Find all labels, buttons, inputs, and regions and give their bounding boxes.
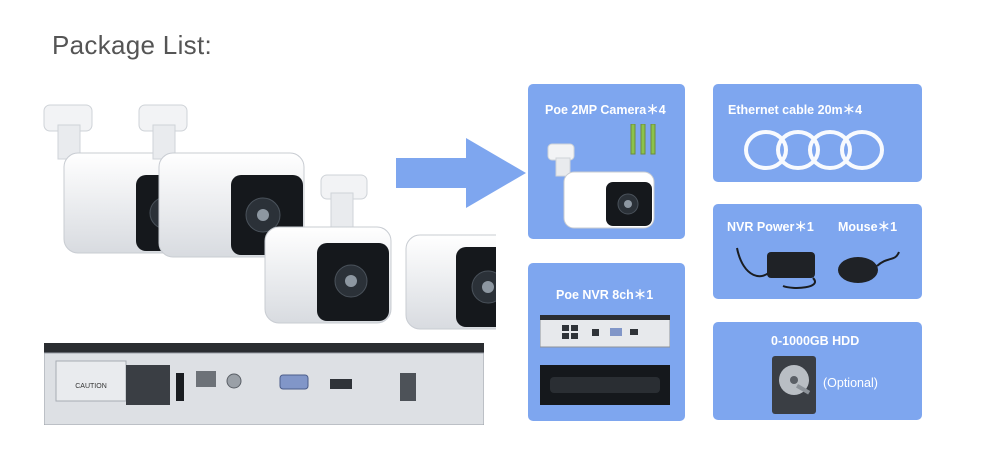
mouse-label: Mouse＊1 [838, 220, 898, 234]
cable-icon [744, 130, 884, 170]
page-title: Package List: [52, 30, 212, 60]
card-hdd: 0-1000GB HDD (Optional) [713, 322, 922, 420]
mouse-icon [838, 251, 900, 283]
nvr-icon [540, 315, 670, 405]
cable-label: Ethernet cable 20m＊4 [728, 103, 863, 117]
hdd-label: 0-1000GB HDD [771, 334, 860, 348]
nvr-label: Poe NVR 8ch＊1 [556, 288, 654, 302]
cameras-illustration [43, 104, 496, 330]
camera-label: Poe 2MP Camera＊4 [545, 103, 666, 117]
power-adapter-icon [736, 247, 816, 289]
arrow-right-icon [396, 138, 526, 208]
card-camera: Poe 2MP Camera＊4 [528, 84, 685, 239]
nvr-rear-panel: CAUTION [44, 343, 484, 425]
hdd-optional-note: (Optional) [823, 376, 878, 390]
card-nvr: Poe NVR 8ch＊1 [528, 263, 685, 421]
camera-icon [547, 124, 656, 229]
hdd-icon [772, 356, 816, 414]
power-label: NVR Power＊1 [727, 220, 814, 234]
card-ethernet-cable: Ethernet cable 20m＊4 [713, 84, 922, 182]
card-power-mouse: NVR Power＊1 Mouse＊1 [713, 204, 922, 299]
caution-label: CAUTION [75, 383, 107, 390]
